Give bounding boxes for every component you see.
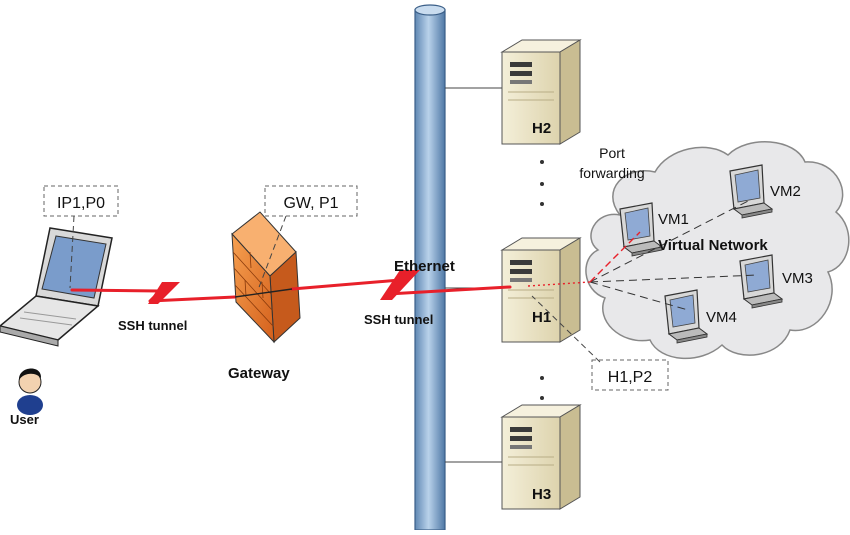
cloud-icon	[585, 141, 850, 359]
vm-label-vm3: VM3	[782, 270, 813, 287]
port-forwarding-label-line1: Port	[599, 145, 625, 161]
virtual-links	[589, 199, 759, 311]
laptop-addr-label: IP1,P0	[57, 195, 105, 212]
host-addr-label: H1,P2	[608, 369, 653, 386]
gateway-label: Gateway	[228, 365, 290, 382]
port-forwarding-link	[589, 231, 641, 283]
laptop-icon[interactable]	[0, 227, 113, 347]
host-to-cloud-link	[527, 281, 591, 287]
gateway-addr-label: GW, P1	[283, 195, 338, 212]
ssh-tunnel-left-label: SSH tunnel	[118, 318, 187, 333]
host-addr-callout: H1,P2	[531, 295, 669, 391]
host-label-h3: H3	[532, 486, 551, 503]
ethernet-label: Ethernet	[394, 258, 455, 275]
firewall-icon[interactable]	[231, 211, 301, 344]
vm-label-vm4: VM4	[706, 309, 737, 326]
ssh-tunnel-path	[70, 270, 512, 304]
host-label-h2: H2	[532, 120, 551, 137]
port-forwarding-label-line2: forwarding	[579, 165, 644, 181]
laptop-addr-callout: IP1,P0	[43, 185, 119, 289]
vm-label-vm1: VM1	[658, 211, 689, 228]
ssh-tunnel-right-label: SSH tunnel	[364, 312, 433, 327]
vm-label-vm2: VM2	[770, 183, 801, 200]
user-icon	[17, 368, 43, 415]
server-icon-h1[interactable]	[501, 237, 581, 343]
host-label-h1: H1	[532, 309, 551, 326]
user-label: User	[10, 412, 39, 427]
tunnel-through-gateway	[234, 288, 293, 298]
virtual-network-label: Virtual Network	[658, 237, 768, 254]
gateway-addr-callout: GW, P1	[257, 185, 358, 291]
